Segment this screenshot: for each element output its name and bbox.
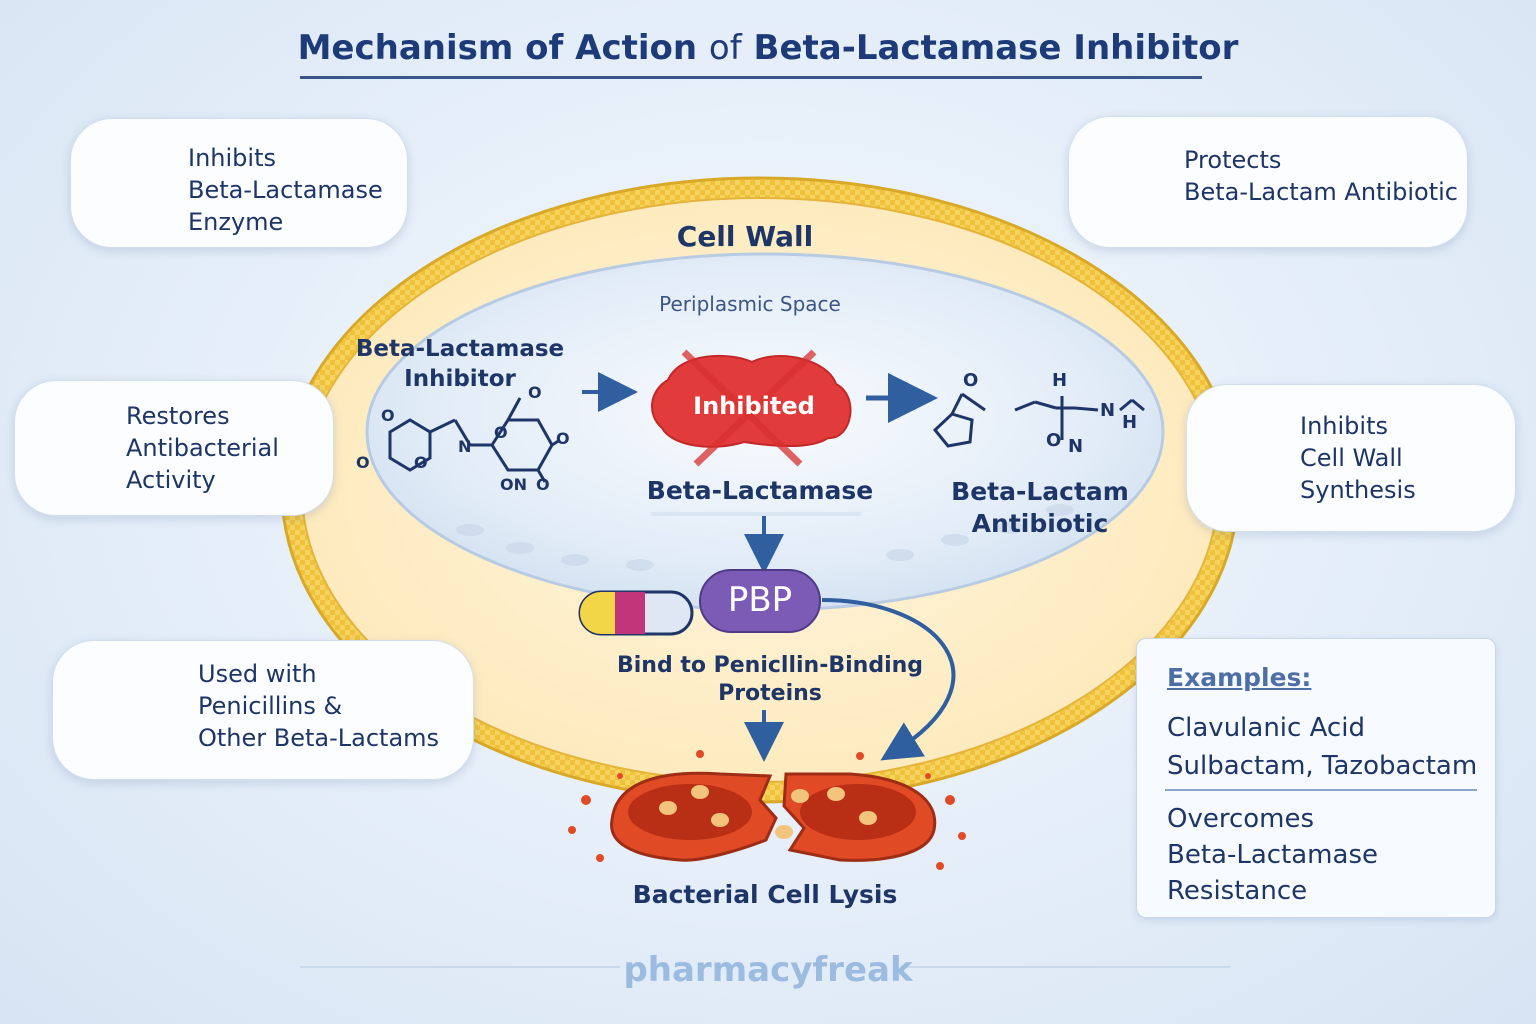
callout-line: Protects: [1184, 146, 1282, 174]
inhibitor-atoms: O O O O O N O ON O: [356, 383, 570, 494]
lysis-label: Bacterial Cell Lysis: [632, 880, 898, 909]
watermark: pharmacyfreak: [623, 950, 913, 990]
beta-lactamase-enzyme: [650, 354, 852, 448]
atom-label: N: [1068, 436, 1083, 457]
atom-label: O: [356, 453, 370, 472]
inhibitor-label: Beta-Lactamase Inhibitor: [340, 334, 580, 394]
label-line: Antibiotic: [971, 509, 1109, 538]
examples-divider: [1165, 789, 1477, 791]
callout-inhibits-wall: [1186, 384, 1516, 532]
title-part2: of: [708, 28, 742, 68]
callout-restores-text: Restores Antibacterial Activity: [126, 400, 279, 496]
cross-icon: [693, 349, 817, 467]
callout-used-with: [52, 640, 474, 780]
callout-inhibits-wall-text: Inhibits Cell Wall Synthesis: [1300, 410, 1416, 506]
callout-line: Inhibits: [1300, 412, 1388, 440]
callout-line: Beta-Lactamase: [188, 176, 383, 204]
callout-line: Synthesis: [1300, 476, 1416, 504]
callout-used-with-text: Used with Penicillins & Other Beta-Lacta…: [198, 658, 439, 754]
note-line: Beta-Lactamase: [1167, 840, 1378, 870]
callout-line: Activity: [126, 466, 216, 494]
callout-line: Inhibits: [188, 144, 276, 172]
atom-label: O: [381, 406, 395, 425]
examples-list: Clavulanic Acid Sulbactam, Tazobactam: [1167, 709, 1477, 785]
pbp-protein: [699, 569, 821, 633]
examples-heading: Examples:: [1167, 663, 1312, 692]
beta-lactamase-label: Beta-Lactamase: [646, 476, 874, 505]
label-line: Proteins: [718, 681, 822, 706]
watermark-rule-left: [300, 966, 620, 968]
title-underline: [300, 76, 1202, 79]
title-part1: Mechanism of Action: [297, 28, 698, 68]
callout-line: Enzyme: [188, 208, 284, 236]
atom-label: N: [458, 437, 471, 456]
page-title: Mechanism of Action of Beta-Lactamase In…: [0, 28, 1536, 68]
callout-line: Beta-Lactam Antibiotic: [1184, 178, 1458, 206]
callout-line: Penicillins &: [198, 692, 343, 720]
note-line: Resistance: [1167, 876, 1308, 906]
atom-label: O: [536, 475, 550, 494]
title-part3: Beta-Lactamase Inhibitor: [753, 28, 1239, 68]
examples-note: Overcomes Beta-Lactamase Resistance: [1167, 801, 1378, 909]
atom-label: H: [1052, 370, 1067, 391]
cytoplasm-dots: [456, 504, 1074, 571]
example-item: Sulbactam, Tazobactam: [1167, 751, 1478, 781]
label-line: Inhibitor: [404, 366, 516, 392]
atom-label: O: [414, 453, 428, 472]
examples-panel: Examples: Clavulanic Acid Sulbactam, Taz…: [1136, 638, 1496, 918]
inhibited-label: Inhibited: [693, 392, 815, 420]
callout-protects-text: Protects Beta-Lactam Antibiotic: [1184, 144, 1458, 208]
label-line: Beta-Lactamase: [355, 336, 565, 362]
antibiotic-label: Beta-Lactam Antibiotic: [920, 476, 1160, 540]
atom-label: N: [1100, 400, 1115, 421]
atom-label: O: [556, 429, 570, 448]
callout-line: Cell Wall: [1300, 444, 1403, 472]
atom-label: O: [494, 423, 508, 442]
label-line: Bind to Penicllin-Binding: [616, 653, 924, 678]
callout-inhibits-enzyme: [70, 118, 408, 248]
lysed-bacterium: [568, 750, 966, 870]
callout-line: Used with: [198, 660, 317, 688]
enzyme-label-underline: [650, 512, 862, 516]
atom-label: O: [1046, 430, 1061, 451]
arrow-curve-to-lysis: [821, 598, 956, 761]
cross-icon: [681, 349, 803, 467]
callout-protects: [1068, 116, 1468, 248]
callout-inhibits-enzyme-text: Inhibits Beta-Lactamase Enzyme: [188, 142, 383, 238]
cell-wall-label: Cell Wall: [676, 220, 814, 253]
pbp-label: PBP: [727, 580, 793, 620]
note-line: Overcomes: [1167, 804, 1315, 834]
example-item: Clavulanic Acid: [1167, 713, 1365, 743]
atom-label: H: [1122, 412, 1137, 433]
callout-line: Other Beta-Lactams: [198, 724, 440, 752]
label-line: Beta-Lactam: [951, 477, 1129, 506]
inhibitor-structure: [388, 397, 561, 483]
periplasmic-label: Periplasmic Space: [659, 292, 841, 316]
callout-line: Antibacterial: [126, 434, 279, 462]
antibiotic-atoms: O H N H O N: [963, 370, 1137, 457]
atom-label: O: [528, 383, 542, 402]
antibiotic-structure: [932, 392, 1145, 448]
atom-label: O: [963, 370, 978, 391]
callout-restores: [14, 380, 334, 516]
callout-line: Restores: [126, 402, 230, 430]
antibiotic-capsule: [578, 590, 694, 636]
watermark-rule-right: [900, 966, 1230, 968]
bind-label: Bind to Penicllin-Binding Proteins: [600, 652, 940, 708]
atom-label: ON: [500, 475, 527, 494]
